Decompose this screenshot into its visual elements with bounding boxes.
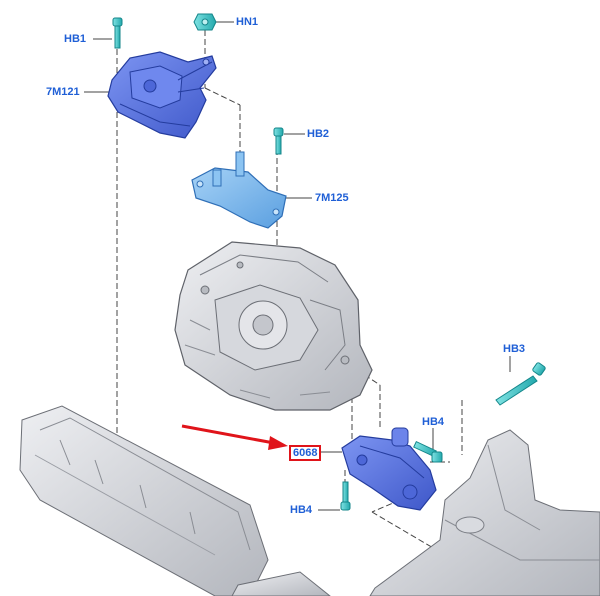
transmission-mount-6068: [341, 427, 437, 511]
callout-7m125: 7M125: [315, 192, 349, 204]
callout-7m121: 7M121: [46, 86, 80, 98]
engine-mount-7m121: [107, 51, 217, 139]
callout-hb3: HB3: [503, 343, 526, 355]
transmission-housing: [174, 241, 373, 411]
subframe: [231, 429, 600, 596]
nut-icon: [193, 13, 217, 31]
leader-lines: [84, 21, 511, 511]
bolt-icon: [413, 440, 443, 463]
callout-6068-highlighted: 6068: [289, 445, 322, 461]
bolt-icon: [112, 17, 123, 49]
callout-hb2: HB2: [307, 128, 330, 140]
callout-hb4-upper: HB4: [422, 416, 445, 428]
callout-hn1: HN1: [236, 16, 259, 28]
frame-rail: [19, 405, 269, 596]
bolt-icon: [340, 481, 351, 511]
callout-hb4-lower: HB4: [290, 504, 313, 516]
callout-hb1: HB1: [64, 33, 87, 45]
bolt-icon: [495, 362, 546, 406]
arrow-icon: [181, 424, 288, 450]
bracket-7m125: [191, 151, 287, 229]
bolt-icon: [273, 127, 284, 155]
